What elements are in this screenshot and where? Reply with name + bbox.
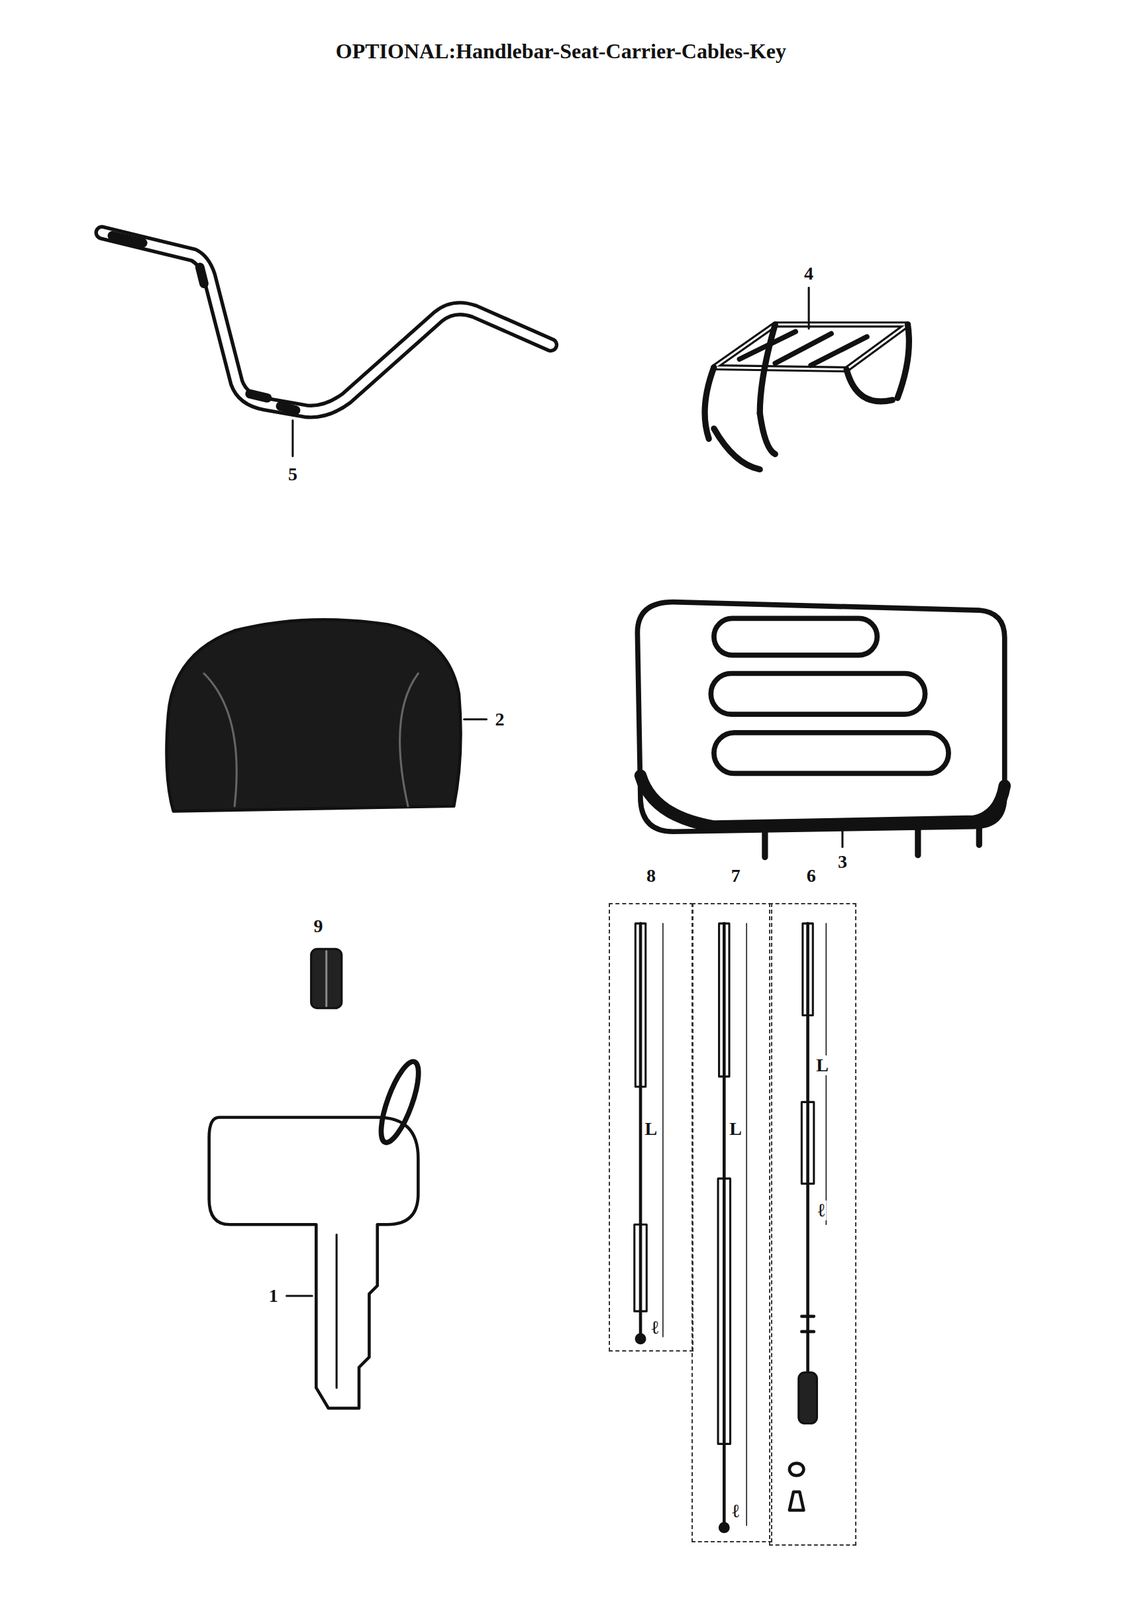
- callout-number: 9: [311, 916, 324, 936]
- cable-box: 6Lℓ: [768, 902, 857, 1546]
- dimension-label: ℓ: [816, 1200, 827, 1221]
- dimension-label: L: [727, 1118, 744, 1139]
- dimension-label: L: [814, 1055, 830, 1075]
- dimension-label: ℓ: [650, 1317, 661, 1338]
- callout-number: 4: [802, 263, 815, 284]
- callout-number: 5: [286, 464, 299, 485]
- cable-box: 8Lℓ: [608, 902, 694, 1352]
- callout-number: 3: [836, 851, 849, 872]
- dimension-label: L: [643, 1118, 660, 1139]
- cable-box: 7Lℓ: [691, 902, 773, 1542]
- callout-number: 2: [494, 709, 507, 730]
- callout-number: 1: [267, 1285, 280, 1306]
- callout-number: 8: [645, 865, 658, 886]
- diagram-title: OPTIONAL:Handlebar-Seat-Carrier-Cables-K…: [335, 38, 787, 63]
- callout-number: 6: [805, 865, 818, 886]
- dimension-label: ℓ: [730, 1500, 741, 1521]
- callout-number: 7: [729, 865, 742, 886]
